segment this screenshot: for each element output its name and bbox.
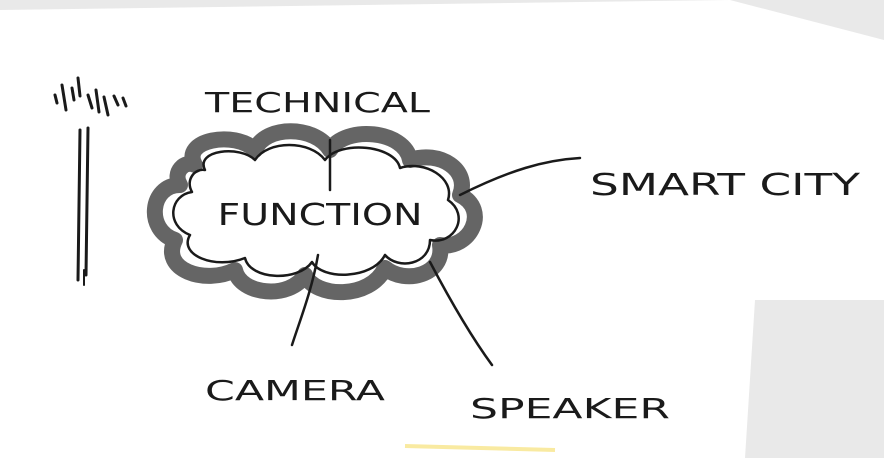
center-label: FUNCTION [218,198,423,233]
connector-smart-city [458,156,582,197]
connectors [290,138,582,367]
highlight-mark [404,444,556,452]
right-label: SMART CITY [590,168,861,203]
cloud-shadow [146,123,483,301]
bottom-left-label: CAMERA [205,374,385,407]
street-lamp-icon [53,76,128,286]
top-label: TECHNICAL [204,86,431,119]
connector-speaker [428,260,494,367]
connector-camera [290,253,320,347]
bottom-right-label: SPEAKER [470,392,670,425]
cloud-outline [172,143,460,277]
